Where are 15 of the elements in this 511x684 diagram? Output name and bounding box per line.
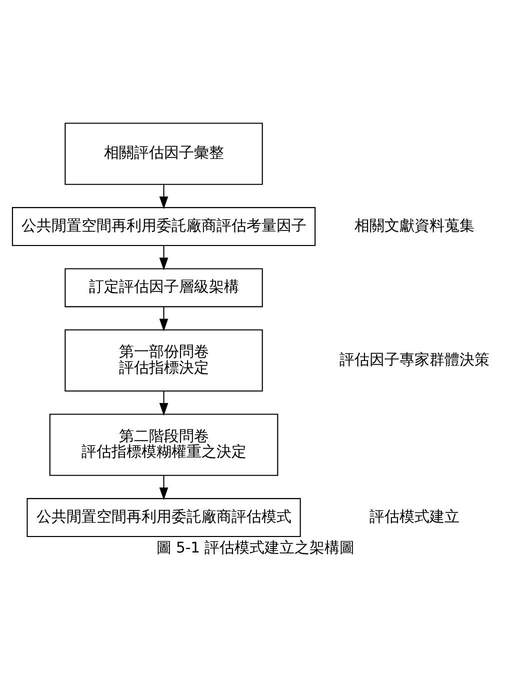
node-box: 第二階段問卷 評估指標模糊權重之決定 (49, 414, 278, 476)
arrow (159, 246, 168, 270)
label: 評估因子專家群體決策 (340, 351, 490, 368)
node-box: 訂定評估因子層級架構 (64, 268, 263, 308)
arrow (159, 475, 168, 500)
caption: 圖 5-1 評估模式建立之架構圖 (156, 540, 355, 557)
node-box: 公共閒置空間再利用委託廠商評估模式 (26, 498, 301, 538)
label: 相關文獻資料蒐集 (354, 217, 475, 234)
arrow (159, 184, 168, 210)
node-box: 相關評估因子彙整 (64, 122, 263, 185)
arrow (159, 306, 168, 332)
arrow (159, 391, 168, 416)
node-box: 第一部份問卷 評估指標決定 (64, 329, 263, 392)
node-box: 公共閒置空間再利用委託廠商評估考量因子 (12, 207, 316, 246)
label: 評估模式建立 (370, 508, 460, 526)
